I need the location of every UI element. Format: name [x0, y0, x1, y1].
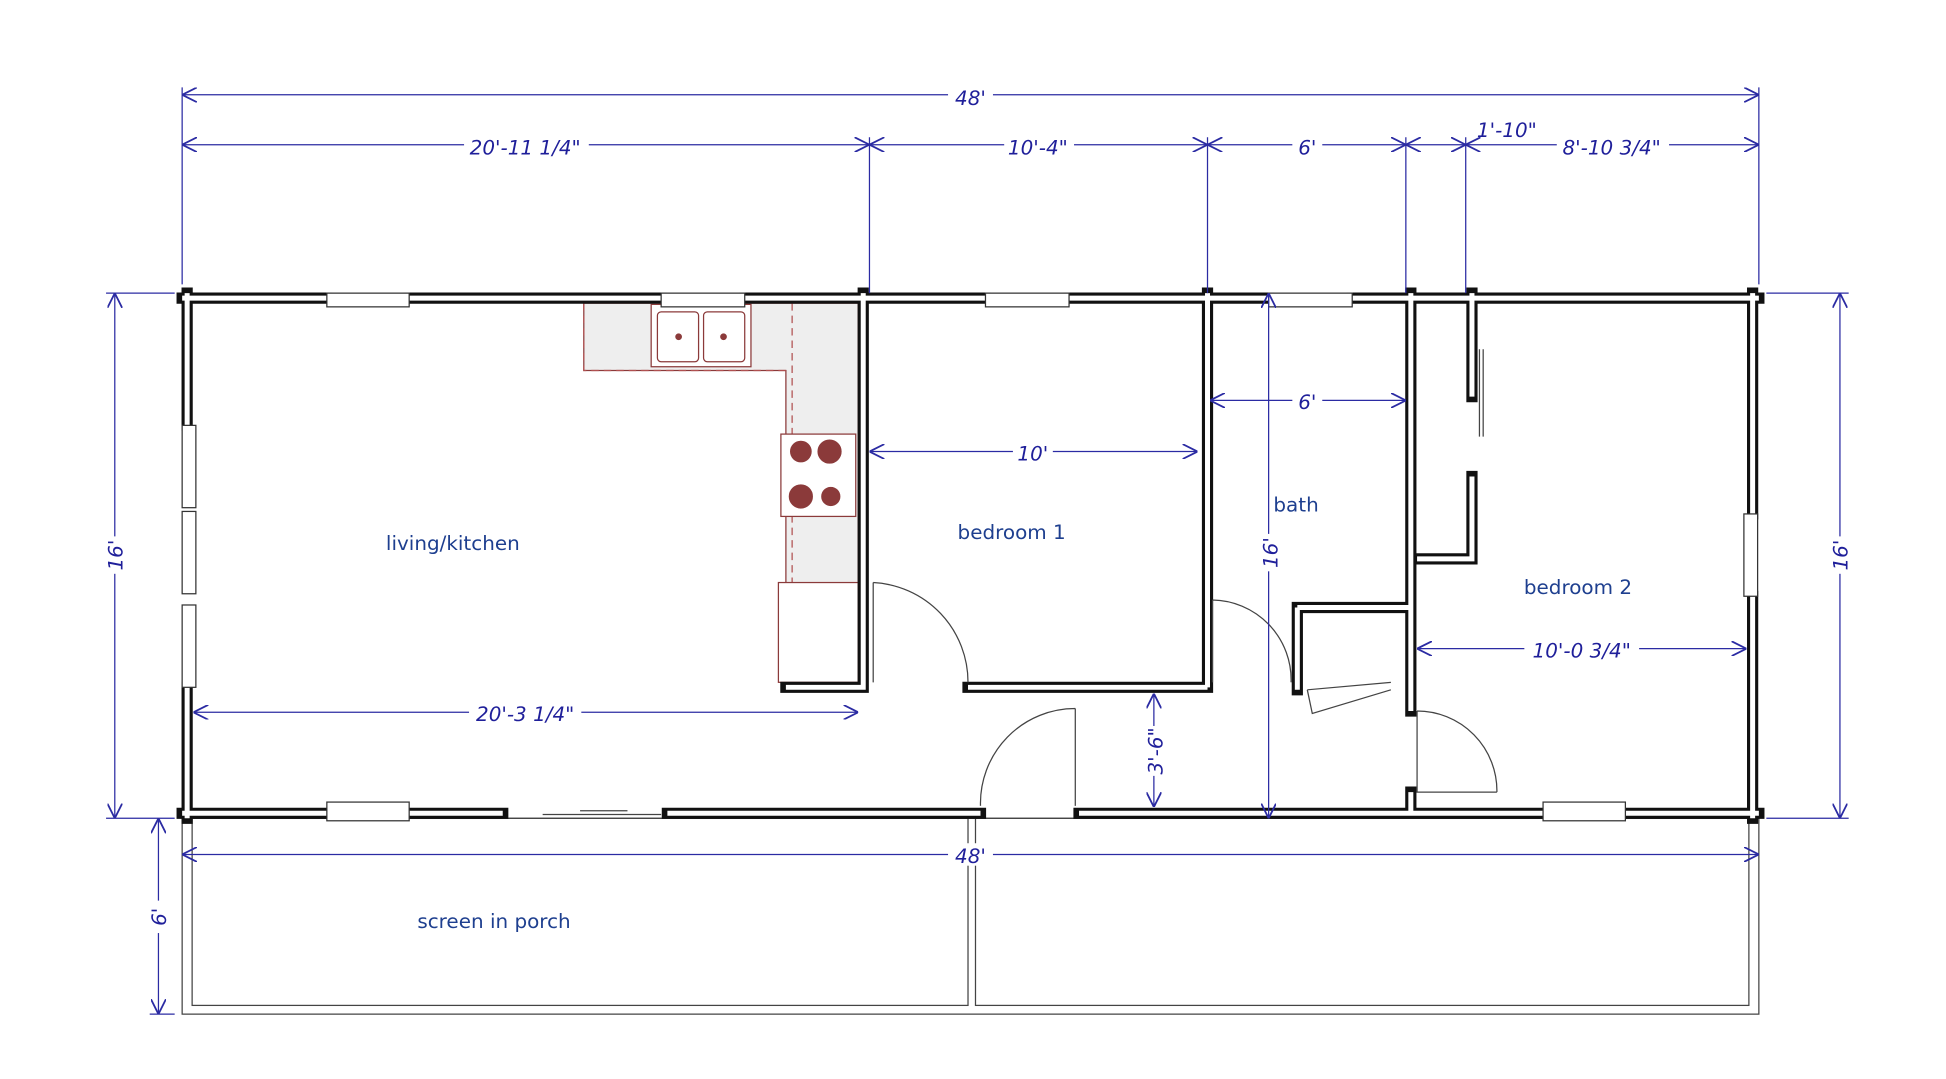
- dimension-label: 16': [1258, 537, 1282, 568]
- door-icon: [1306, 681, 1392, 715]
- window-icon: [181, 604, 197, 688]
- door-icon: [1416, 710, 1498, 793]
- dimension-label: 20'-11 1/4": [470, 136, 581, 160]
- window-icon: [1743, 513, 1759, 597]
- dimension-label: 6': [1298, 390, 1316, 414]
- dimension-label: 6': [147, 908, 171, 926]
- door-icon: [1478, 349, 1484, 437]
- window-icon: [984, 292, 1070, 308]
- room-label-porch: screen in porch: [417, 909, 570, 933]
- dimension-label: 1'-10": [1477, 118, 1537, 142]
- window-icon: [326, 292, 410, 308]
- svg-text:48': 48': [955, 86, 986, 110]
- door-icon: [1211, 599, 1292, 683]
- dimension-label: 8'-10 3/4": [1563, 136, 1661, 160]
- kitchen-cabinets: [583, 302, 859, 683]
- window-icon: [326, 801, 410, 822]
- doors: [542, 349, 1498, 816]
- dimension-labels: 48' 20'-11 1/4" 10'-4" 6' 1'-10" 8'-10 3…: [103, 84, 1852, 934]
- window-icon: [660, 292, 746, 308]
- dimension-lines: [106, 87, 1849, 1015]
- dimension-label: 10'-0 3/4": [1533, 638, 1631, 662]
- refrigerator-icon: [777, 581, 859, 683]
- dimension-label: 20'-3 1/4": [476, 702, 574, 726]
- sliding-door-icon: [542, 810, 662, 816]
- room-label-bedroom1: bedroom 1: [958, 520, 1066, 544]
- dimension-label: 6': [1298, 136, 1316, 160]
- walls: [176, 287, 1765, 824]
- dimension-label: 16': [1828, 540, 1852, 571]
- window-icon: [1542, 801, 1627, 822]
- door-icon: [872, 581, 969, 683]
- room-labels: living/kitchen bedroom 1 bath bedroom 2 …: [386, 492, 1632, 933]
- dimension-label: 10': [1017, 441, 1048, 465]
- room-label-bedroom2: bedroom 2: [1524, 575, 1632, 599]
- room-label-living-kitchen: living/kitchen: [386, 531, 520, 555]
- room-label-bath: bath: [1273, 492, 1318, 516]
- dimension-label: 48': [948, 84, 993, 110]
- door-icon: [979, 707, 1076, 806]
- windows: [181, 292, 1759, 822]
- dimension-label: 16': [103, 540, 127, 571]
- window-icon: [181, 510, 197, 595]
- stove-icon: [780, 433, 857, 518]
- dimension-label: 3'-6": [1144, 727, 1168, 774]
- window-icon: [181, 424, 197, 509]
- window-icon: [1268, 292, 1353, 308]
- dimension-label: 10'-4": [1008, 136, 1068, 160]
- dimension-label: 48': [955, 844, 986, 868]
